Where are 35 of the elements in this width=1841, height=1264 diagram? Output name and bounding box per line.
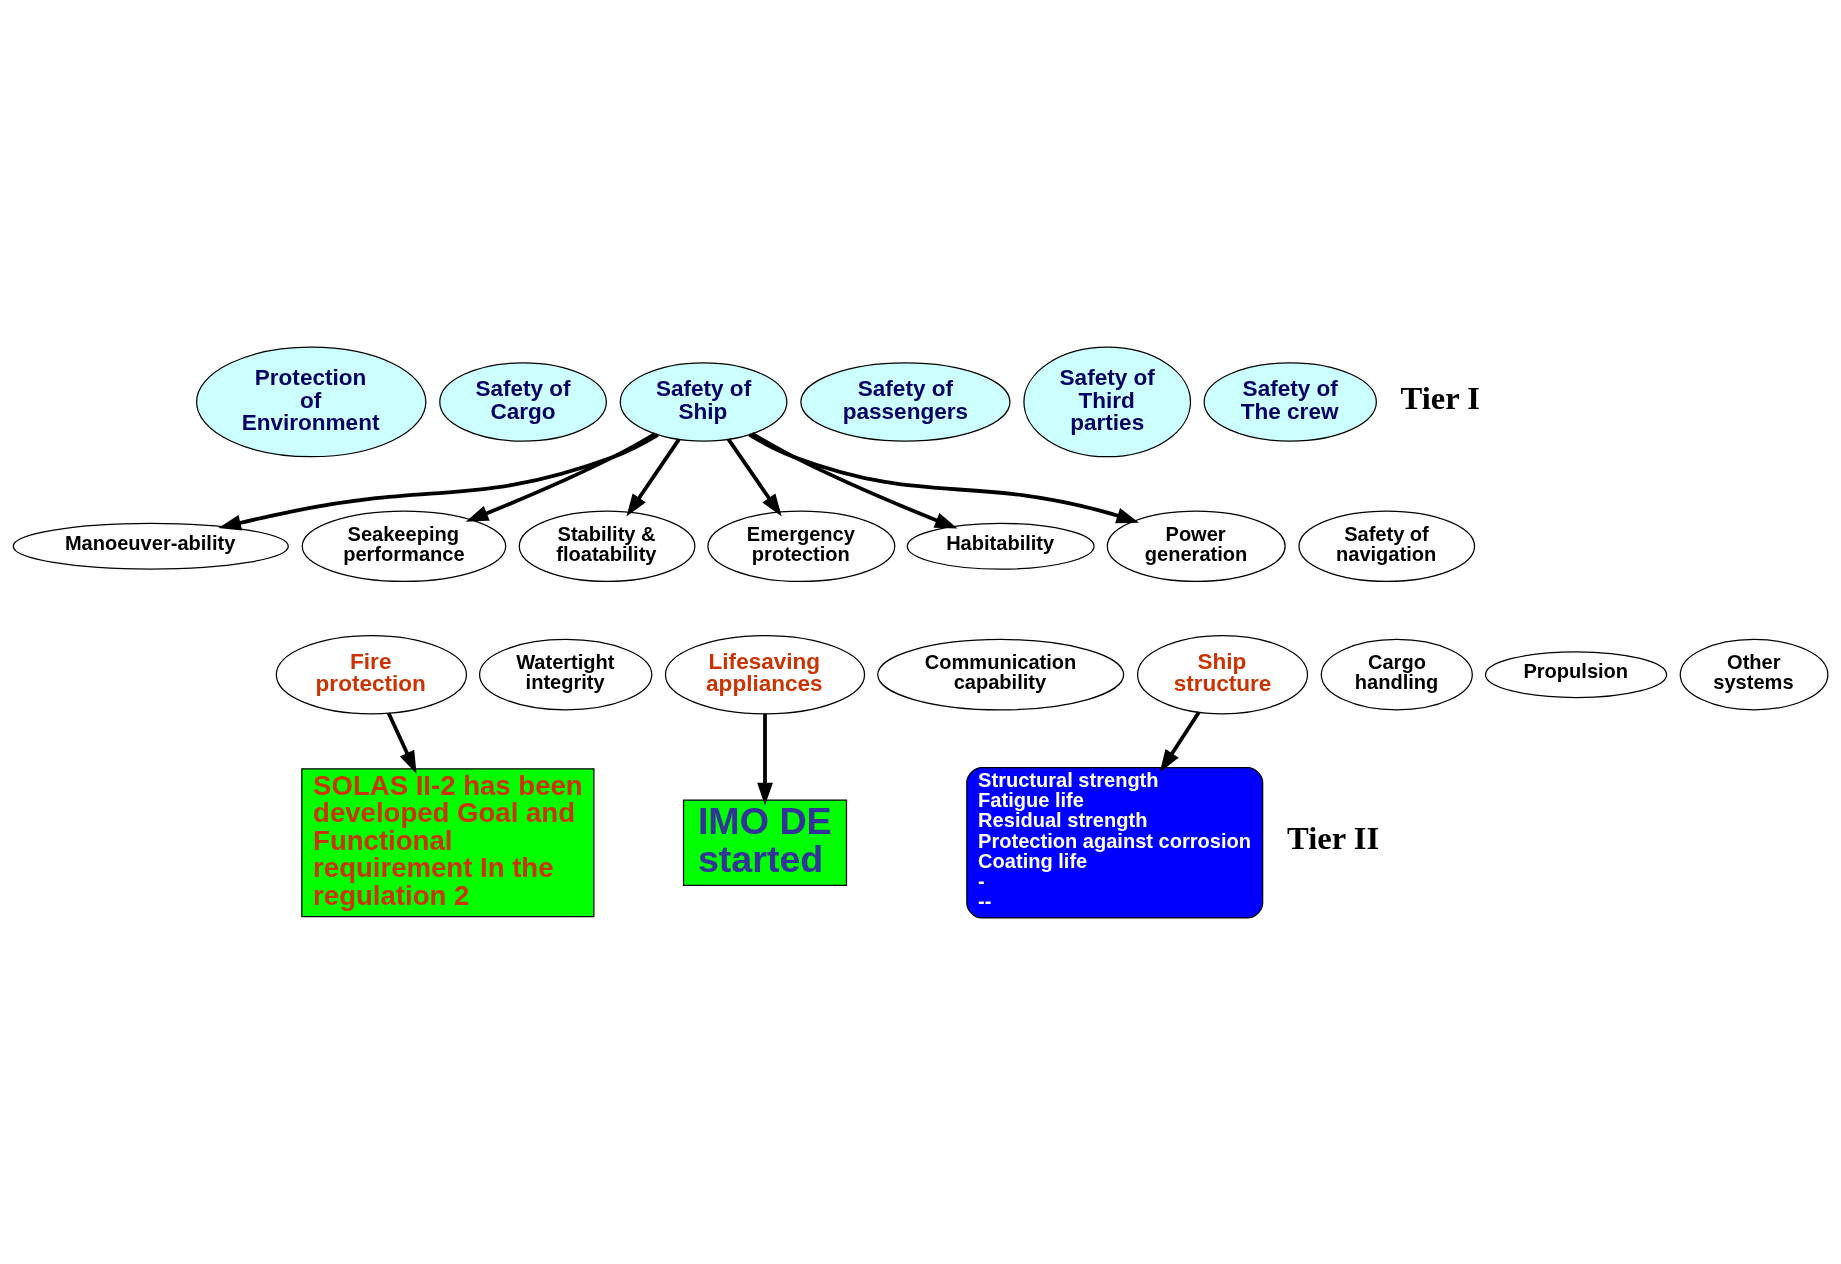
node-ellipse: Protection of Environment [195,346,427,457]
node-ellipse: Seakeeping performance [301,510,507,582]
node-ellipse: Watertight integrity [478,638,653,710]
node-ellipse: Safety of Ship [619,361,788,442]
arrow [626,437,681,517]
node-ellipse: Emergency protection [707,510,896,582]
node-ellipse: Safety of Cargo [439,361,607,442]
arrow [386,711,417,774]
node-ellipse: Ship structure [1137,634,1309,714]
node-box: IMO DE started [682,799,848,886]
node-ellipse: Other systems [1679,638,1829,710]
node-ellipse: Safety of The crew [1203,361,1377,442]
arrow [757,713,773,805]
node-ellipse: Power generation [1106,510,1286,582]
node-ellipse: Lifesaving appliances [664,634,866,714]
node-ellipse: Safety of navigation [1298,510,1476,582]
arrow [748,432,1140,523]
node-ellipse: Safety of passengers [800,361,1011,442]
node-ellipse: Fire protection [275,634,468,714]
node-ellipse: Propulsion [1484,650,1668,698]
arrow [1159,710,1201,772]
arrow [751,431,958,529]
node-ellipse: Communication capability [877,638,1125,710]
node-box: SOLAS II-2 has been developed Goal and Functional requirement In the regulation 2 [301,767,595,917]
node-ellipse: Habitability [906,522,1095,570]
node-box: Structural strength Fatigue life Residual strength Protection against corrosion Coating life - -- [966,766,1264,919]
node-ellipse: Safety of Third parties [1023,346,1192,457]
label: Tier I [1400,379,1480,416]
label: Tier II [1287,819,1380,856]
arrow [726,437,782,517]
arrow [465,431,657,522]
node-ellipse: Cargo handling [1320,638,1473,710]
node-ellipse: Stability & floatability [518,510,696,582]
arrow [218,432,659,531]
node-ellipse: Manoeuver-ability [12,522,289,570]
